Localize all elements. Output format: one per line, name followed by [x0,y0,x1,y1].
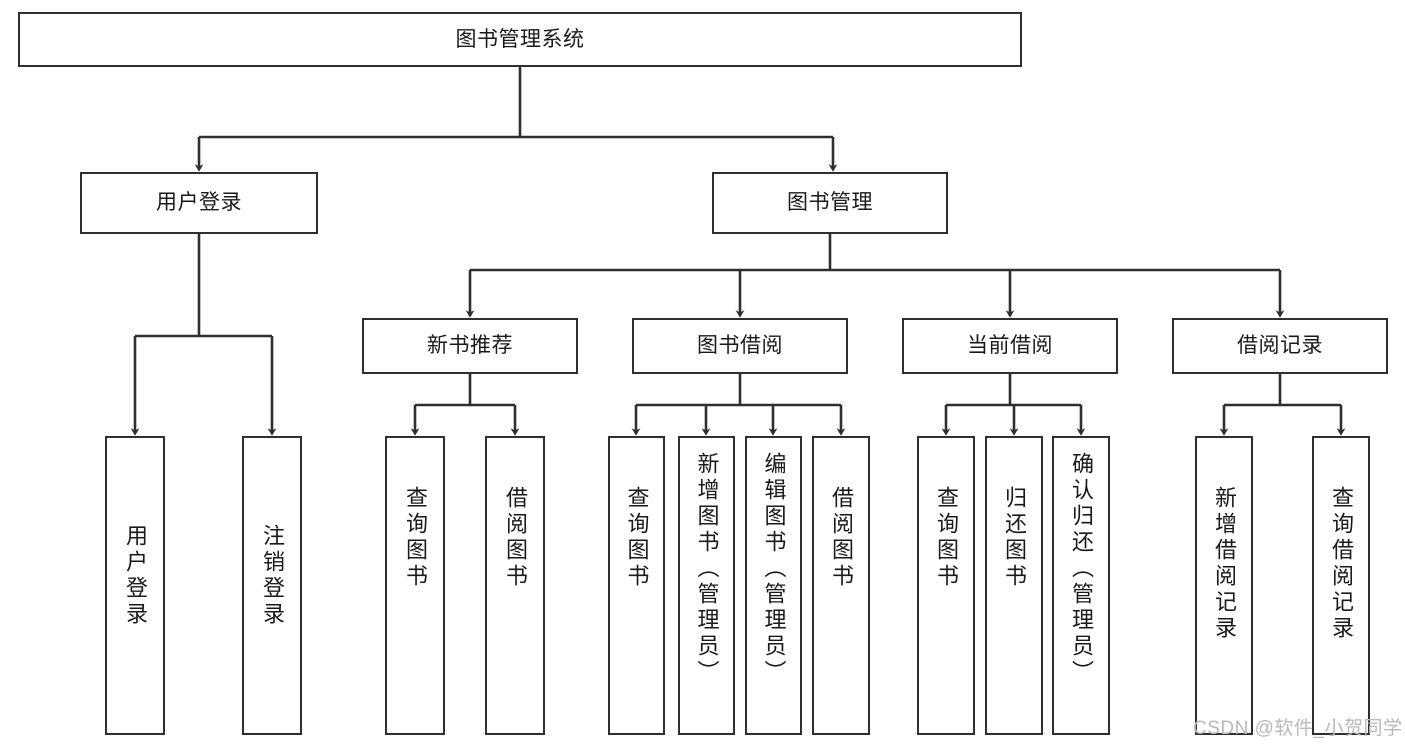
leaf-newbook-borrow-book[interactable]: 借阅图书 [485,436,545,735]
node-root-label: 图书管理系统 [455,27,585,51]
leaf-current-confirm-return-admin-label: 确认归还（管理员） [1069,452,1094,686]
node-user-login[interactable]: 用户登录 [80,172,318,234]
leaf-borrow-query-book-label: 查询图书 [624,486,650,590]
node-current-borrow[interactable]: 当前借阅 [902,318,1118,374]
leaf-user-logout-label: 注销登录 [260,524,285,628]
leaf-record-query-record-label: 查询借阅记录 [1329,486,1354,642]
leaf-current-query-book-label: 查询图书 [934,486,959,590]
node-current-borrow-label: 当前借阅 [967,334,1053,358]
node-book-borrow[interactable]: 图书借阅 [632,318,848,374]
leaf-borrow-lend-book-label: 借阅图书 [829,486,854,590]
leaf-user-logout[interactable]: 注销登录 [242,436,302,735]
leaf-user-login-label: 用户登录 [123,524,148,628]
node-borrow-record-label: 借阅记录 [1237,334,1323,358]
leaf-borrow-query-book[interactable]: 查询图书 [608,436,665,735]
node-book-management-label: 图书管理 [787,191,873,215]
leaf-record-query-record[interactable]: 查询借阅记录 [1312,436,1370,735]
leaf-current-confirm-return-admin[interactable]: 确认归还（管理员） [1052,436,1110,735]
leaf-borrow-add-book-admin[interactable]: 新增图书（管理员） [678,436,735,735]
node-new-book-recommend[interactable]: 新书推荐 [362,318,578,374]
leaf-newbook-query-book[interactable]: 查询图书 [385,436,445,735]
node-book-management[interactable]: 图书管理 [712,172,948,234]
leaf-newbook-query-book-label: 查询图书 [403,486,428,590]
leaf-record-add-record-label: 新增借阅记录 [1212,486,1237,642]
node-root[interactable]: 图书管理系统 [18,12,1022,67]
leaf-record-add-record[interactable]: 新增借阅记录 [1195,436,1253,735]
leaf-newbook-borrow-book-label: 借阅图书 [503,486,528,590]
node-user-login-label: 用户登录 [156,191,242,215]
leaf-borrow-add-book-admin-label: 新增图书（管理员） [694,452,720,686]
leaf-current-query-book[interactable]: 查询图书 [917,436,975,735]
leaf-borrow-edit-book-admin-label: 编辑图书（管理员） [761,452,787,686]
leaf-borrow-edit-book-admin[interactable]: 编辑图书（管理员） [745,436,802,735]
leaf-user-login[interactable]: 用户登录 [105,436,165,735]
leaf-current-return-book[interactable]: 归还图书 [985,436,1043,735]
node-borrow-record[interactable]: 借阅记录 [1172,318,1388,374]
leaf-current-return-book-label: 归还图书 [1002,486,1027,590]
node-new-book-recommend-label: 新书推荐 [427,334,513,358]
leaf-borrow-lend-book[interactable]: 借阅图书 [812,436,870,735]
node-book-borrow-label: 图书借阅 [697,334,783,358]
